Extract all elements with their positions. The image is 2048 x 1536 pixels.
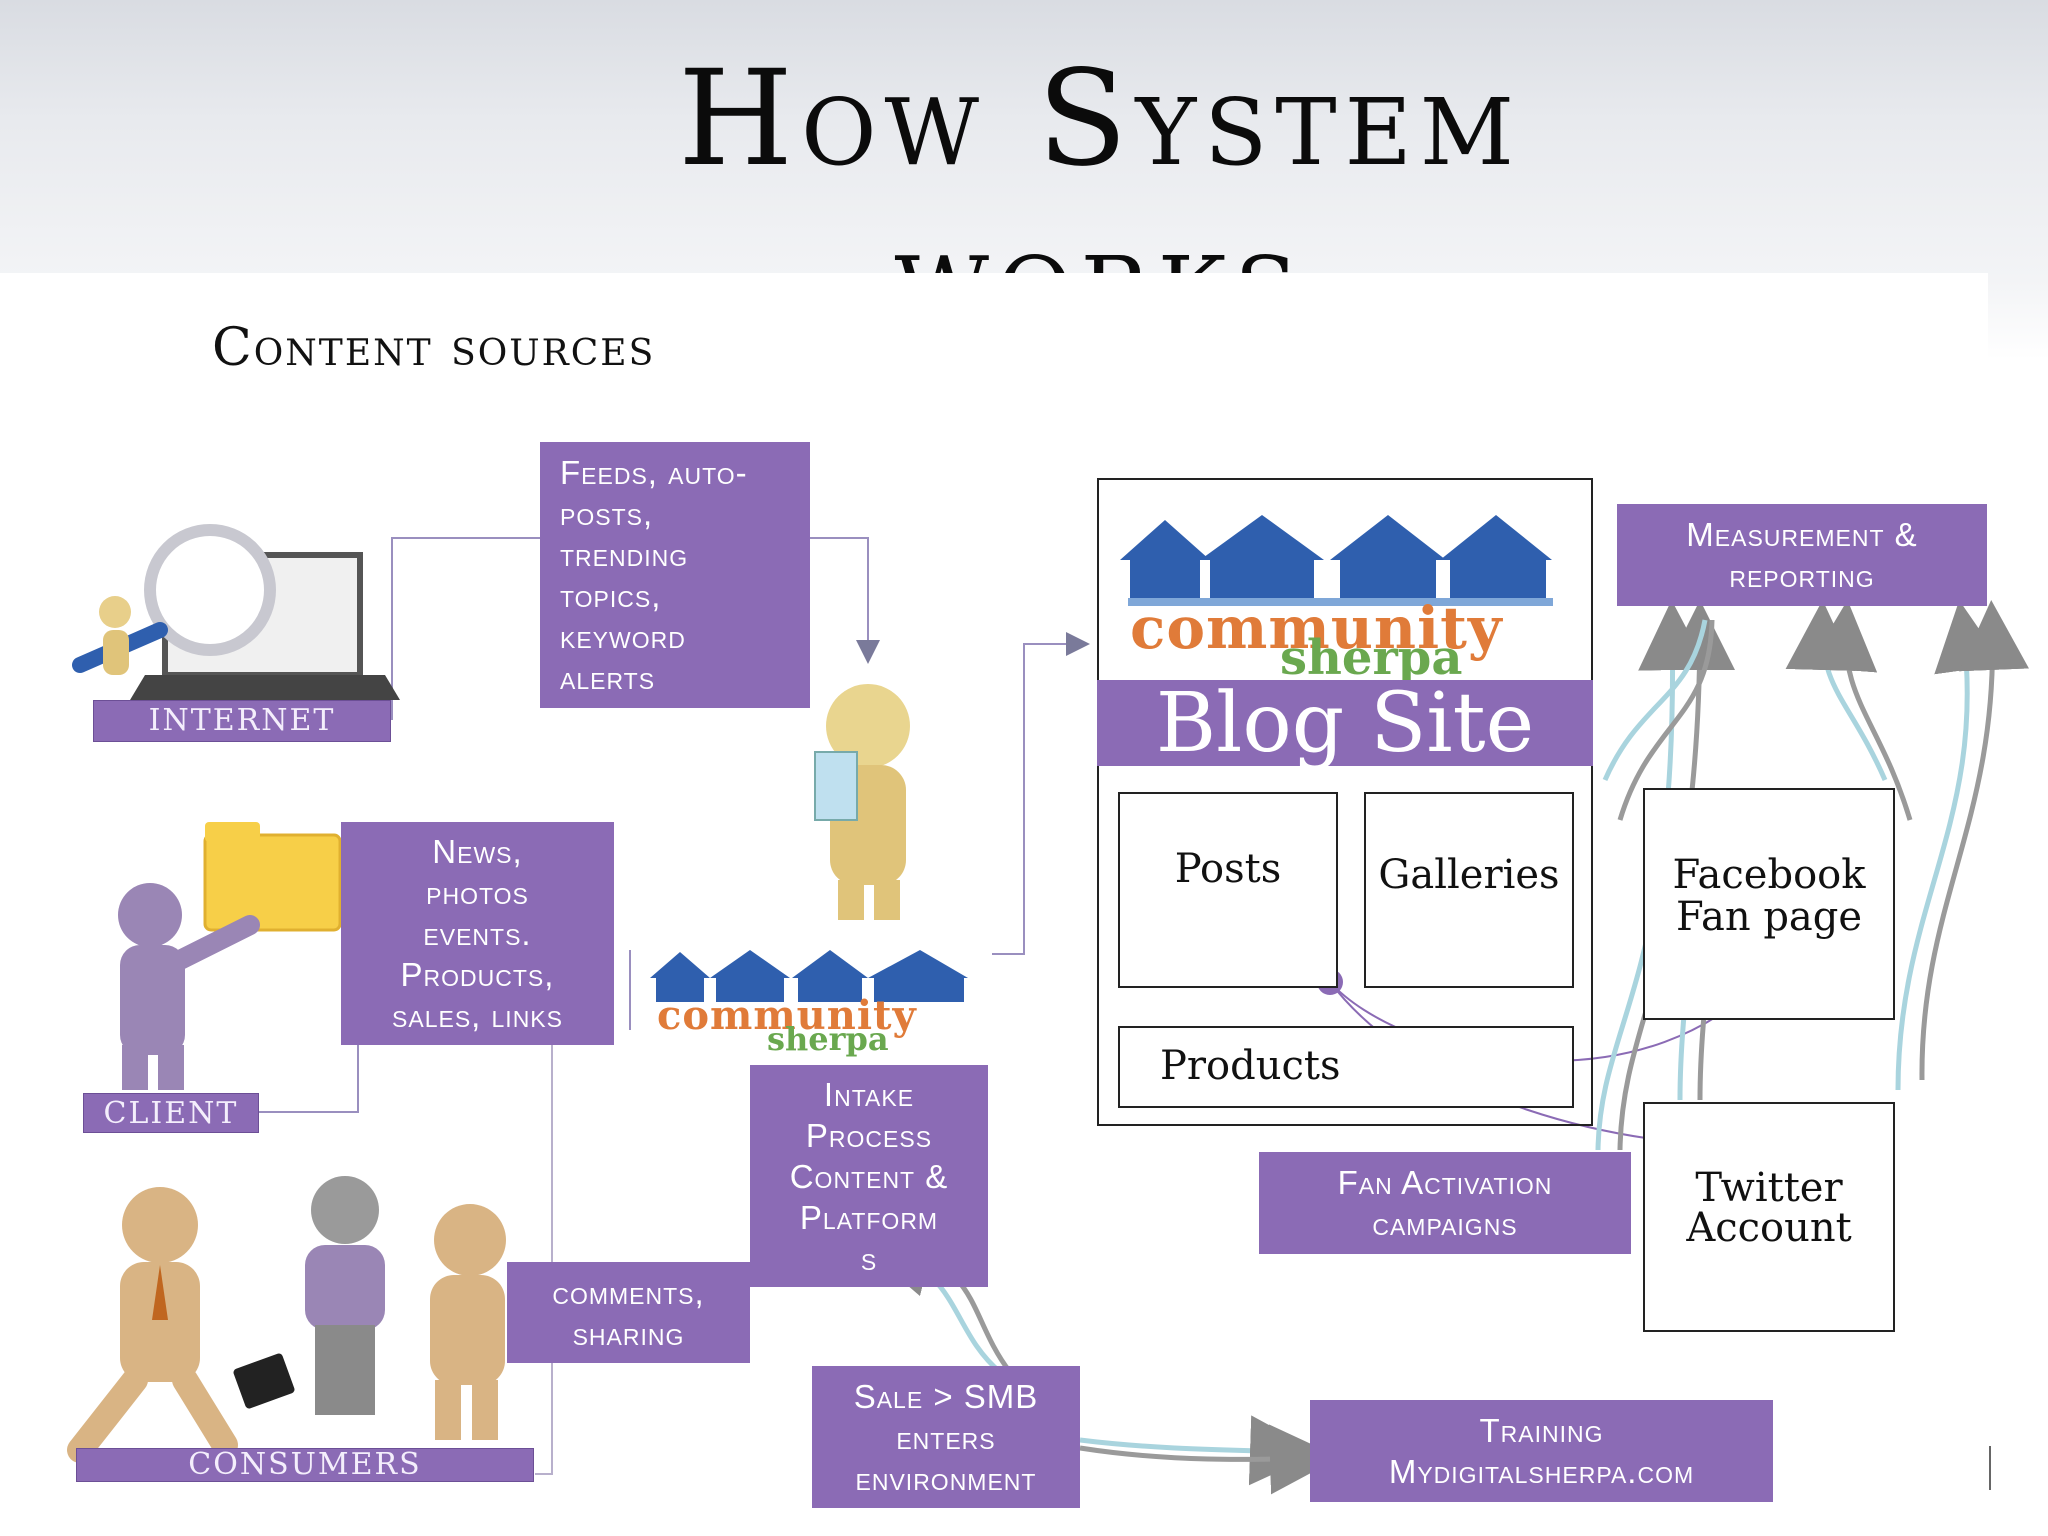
line-client-news bbox=[258, 1045, 359, 1113]
content-sources-heading: Content sources bbox=[212, 318, 656, 378]
consumers-illustration bbox=[67, 1176, 506, 1463]
consumers-label: CONSUMERS bbox=[76, 1448, 534, 1482]
measurement-box: Measurement & reporting bbox=[1617, 504, 1987, 606]
wavy-arrow-5 bbox=[1785, 600, 1888, 782]
logo-houses-small bbox=[650, 950, 968, 1002]
logo-large-word-sherpa: sherpa bbox=[1280, 630, 1463, 686]
fan-activation-box: Fan Activation campaigns bbox=[1259, 1152, 1631, 1254]
logo-word-sherpa: sherpa bbox=[767, 1020, 889, 1058]
comments-box: comments, sharing bbox=[507, 1262, 750, 1363]
internet-illustration bbox=[72, 524, 400, 700]
training-box: Training Mydigitalsherpa.com bbox=[1310, 1400, 1773, 1502]
products-box: Products bbox=[1118, 1026, 1574, 1108]
community-sherpa-logo-small: community sherpa bbox=[632, 992, 992, 1058]
wavy-arrow-7 bbox=[1895, 600, 2004, 1091]
blog-site-title: Blog Site bbox=[1097, 680, 1593, 768]
logo-large-word-community: community bbox=[1130, 594, 1503, 662]
posts-box: Posts bbox=[1118, 792, 1338, 988]
wavy-arrow-8 bbox=[1919, 600, 2029, 1081]
slide-title: How System works bbox=[678, 42, 1522, 275]
wavy-arrow-1 bbox=[1595, 600, 1709, 1151]
internet-label: INTERNET bbox=[93, 700, 391, 742]
wavy-arrow-6 bbox=[1807, 600, 1913, 821]
intake-box: Intake Process Content & Platform s bbox=[750, 1065, 988, 1287]
blog-site-frame bbox=[1097, 478, 1593, 1126]
arrow-sale-training-2 bbox=[1079, 1424, 1340, 1495]
line-internet-feeds bbox=[391, 537, 540, 720]
line-consumers bbox=[535, 1045, 553, 1475]
logo-word-community: community bbox=[657, 992, 917, 1039]
twitter-account-box: Twitter Account bbox=[1643, 1102, 1895, 1332]
wavy-arrow-3 bbox=[1602, 619, 1708, 782]
sale-box: Sale > SMB enters environment bbox=[812, 1366, 1080, 1508]
wavy-arrow-4 bbox=[1617, 619, 1715, 821]
line-feeds-person bbox=[810, 537, 880, 664]
person-with-paper-illustration bbox=[814, 684, 910, 920]
galleries-box: Galleries bbox=[1364, 792, 1574, 988]
feeds-box: Feeds, auto- posts, trending topics, key… bbox=[540, 442, 810, 708]
community-sherpa-logo-large: community sherpa bbox=[1110, 594, 1570, 686]
news-box: News, photos events. Products, sales, li… bbox=[341, 822, 614, 1045]
client-label: CLIENT bbox=[83, 1093, 259, 1133]
logo-houses-top bbox=[1120, 515, 1553, 606]
line-logo-blog bbox=[992, 632, 1090, 955]
client-illustration bbox=[118, 822, 342, 1090]
facebook-fan-page-box: Facebook Fan page bbox=[1643, 788, 1895, 1020]
